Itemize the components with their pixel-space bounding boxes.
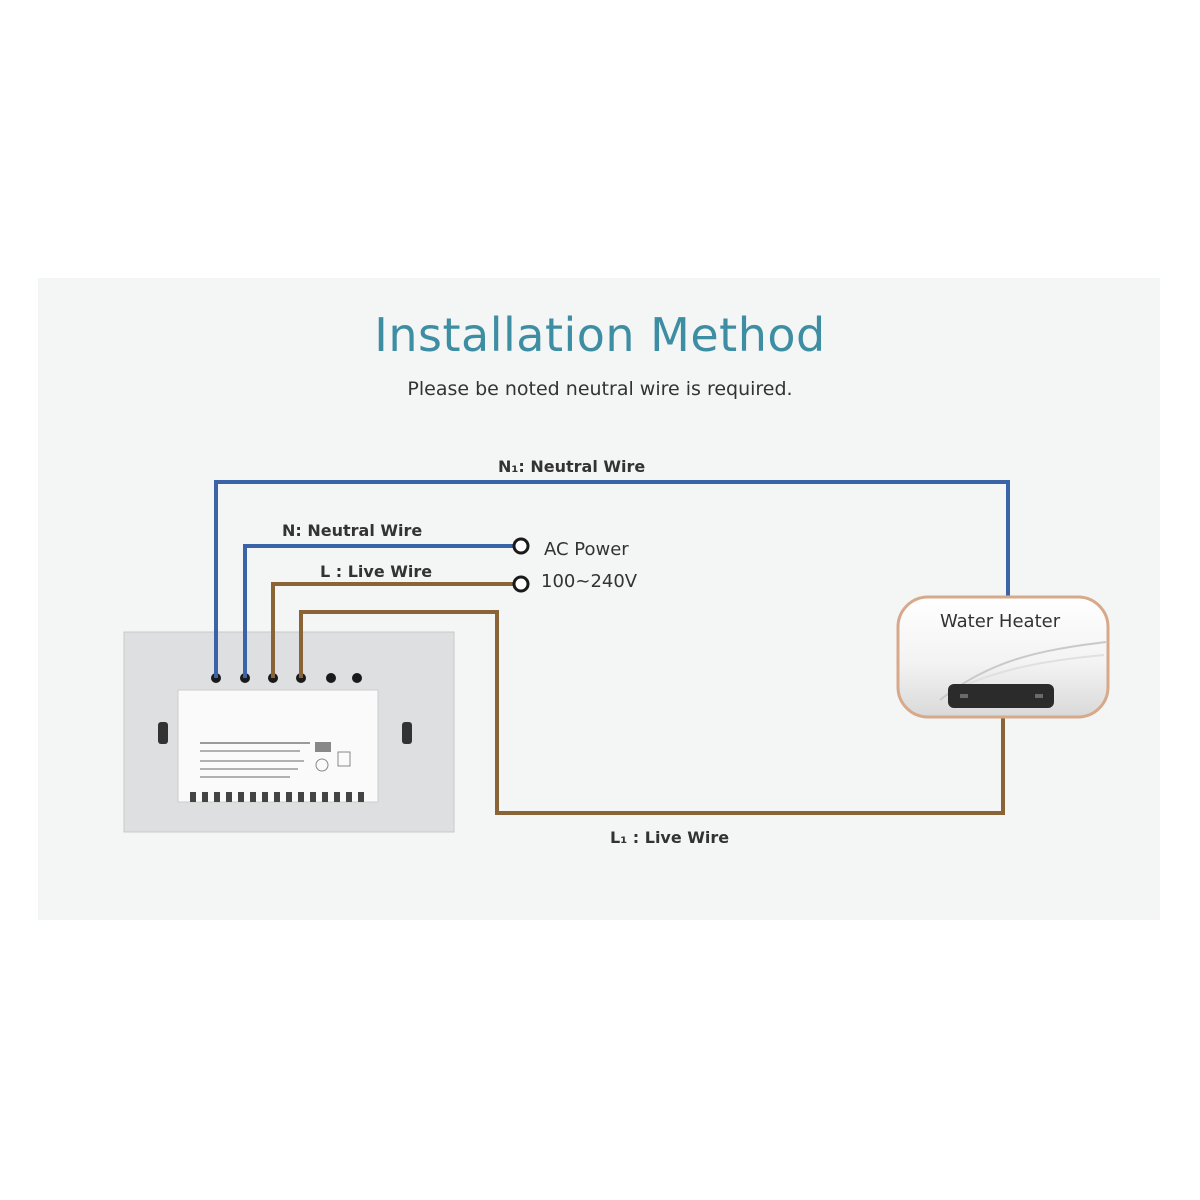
vent-slot bbox=[274, 792, 280, 802]
page-subtitle: Please be noted neutral wire is required… bbox=[407, 378, 793, 400]
n-neutral-wire bbox=[243, 544, 514, 678]
page-title: Installation Method bbox=[374, 308, 826, 362]
switch-rating-label bbox=[200, 742, 351, 778]
vent-slot bbox=[238, 792, 244, 802]
l1-wire-label: L₁ : Live Wire bbox=[610, 828, 729, 847]
l-wire-label: L : Live Wire bbox=[320, 562, 432, 581]
water-heater-label: Water Heater bbox=[940, 611, 1061, 632]
vent-slot bbox=[202, 792, 208, 802]
vent-slot bbox=[214, 792, 220, 802]
n1-wire-label: N₁: Neutral Wire bbox=[498, 457, 645, 476]
n1-neutral-wire bbox=[214, 480, 1010, 678]
vent-slot bbox=[226, 792, 232, 802]
switch-vents bbox=[190, 792, 364, 802]
vent-slot bbox=[358, 792, 364, 802]
vent-slot bbox=[190, 792, 196, 802]
ac-live-terminal bbox=[512, 575, 530, 593]
heater-display bbox=[948, 684, 1054, 708]
vent-slot bbox=[286, 792, 292, 802]
vent-slot bbox=[334, 792, 340, 802]
ac-power-label: AC Power bbox=[544, 539, 629, 560]
vent-slot bbox=[322, 792, 328, 802]
vent-slot bbox=[346, 792, 352, 802]
vent-slot bbox=[298, 792, 304, 802]
n-wire-label: N: Neutral Wire bbox=[282, 521, 422, 540]
vent-slot bbox=[250, 792, 256, 802]
l1-live-wire bbox=[299, 610, 1005, 815]
ac-neutral-terminal bbox=[512, 537, 530, 555]
vent-slot bbox=[310, 792, 316, 802]
ac-voltage-label: 100~240V bbox=[541, 571, 638, 592]
smart-switch bbox=[123, 631, 455, 833]
vent-slot bbox=[262, 792, 268, 802]
l-live-wire bbox=[271, 582, 514, 678]
water-heater: Water Heater bbox=[896, 595, 1110, 719]
